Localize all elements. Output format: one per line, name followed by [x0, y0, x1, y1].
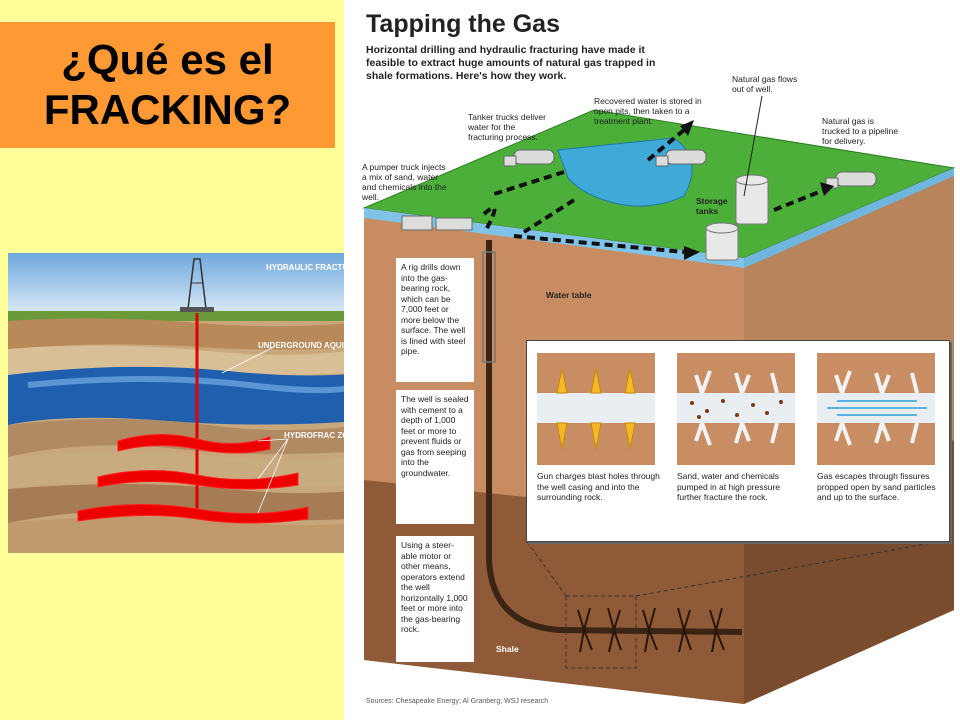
- title-line-1: ¿Qué es el: [61, 36, 274, 83]
- fracturing-stages-inset: Gun charges blast holes through the well…: [526, 340, 950, 542]
- tapping-the-gas-infographic: Tapping the Gas Horizontal drilling and …: [344, 0, 960, 720]
- label-recovered-water: Recovered water is stored in open pits, …: [594, 96, 702, 126]
- label-rig-drills: A rig drills down into the gas-bearing r…: [396, 258, 474, 382]
- cross-section-illustration: [8, 253, 386, 553]
- stages-illustration: [537, 353, 935, 465]
- caption-sand-water: Sand, water and chemicals pumped in at h…: [677, 471, 781, 502]
- label-gas-trucked: Natural gas is trucked to a pipeline for…: [822, 116, 899, 146]
- label-gas-flows: Natural gas flows out of well.: [732, 74, 798, 94]
- caption-gun-charges: Gun charges blast holes through the well…: [537, 471, 660, 502]
- label-storage-tanks: Storage tanks: [696, 196, 728, 216]
- label-shale: Shale: [496, 644, 519, 654]
- label-well-sealed: The well is sealed with cement to a dept…: [396, 390, 474, 524]
- caption-gas-escapes: Gas escapes through fissures propped ope…: [817, 471, 936, 502]
- label-pumper-truck: A pumper truck injects a mix of sand, wa…: [362, 162, 447, 202]
- label-hydraulic-fracturing: HYDRAULIC FRACTURING: [266, 263, 369, 272]
- slide-title: ¿Qué es el FRACKING?: [0, 22, 335, 148]
- infographic-heading: Tapping the Gas: [366, 10, 560, 38]
- label-hydrofrac-zones: HYDROFRAC ZONES: [284, 431, 365, 440]
- hydraulic-fracturing-cross-section: HYDRAULIC FRACTURING UNDERGROUND AQUIFER…: [8, 253, 386, 553]
- infographic-subheading: Horizontal drilling and hydraulic fractu…: [366, 44, 656, 82]
- label-water-table: Water table: [546, 290, 592, 300]
- sources-note: Sources: Chesapeake Energy; Al Granberg;…: [366, 698, 549, 705]
- title-line-2: FRACKING?: [43, 86, 292, 133]
- label-tanker-trucks: Tanker trucks deliver water for the frac…: [468, 112, 546, 142]
- label-steerable-motor: Using a steer-able motor or other means,…: [396, 536, 474, 662]
- label-underground-aquifer: UNDERGROUND AQUIFER: [258, 341, 360, 350]
